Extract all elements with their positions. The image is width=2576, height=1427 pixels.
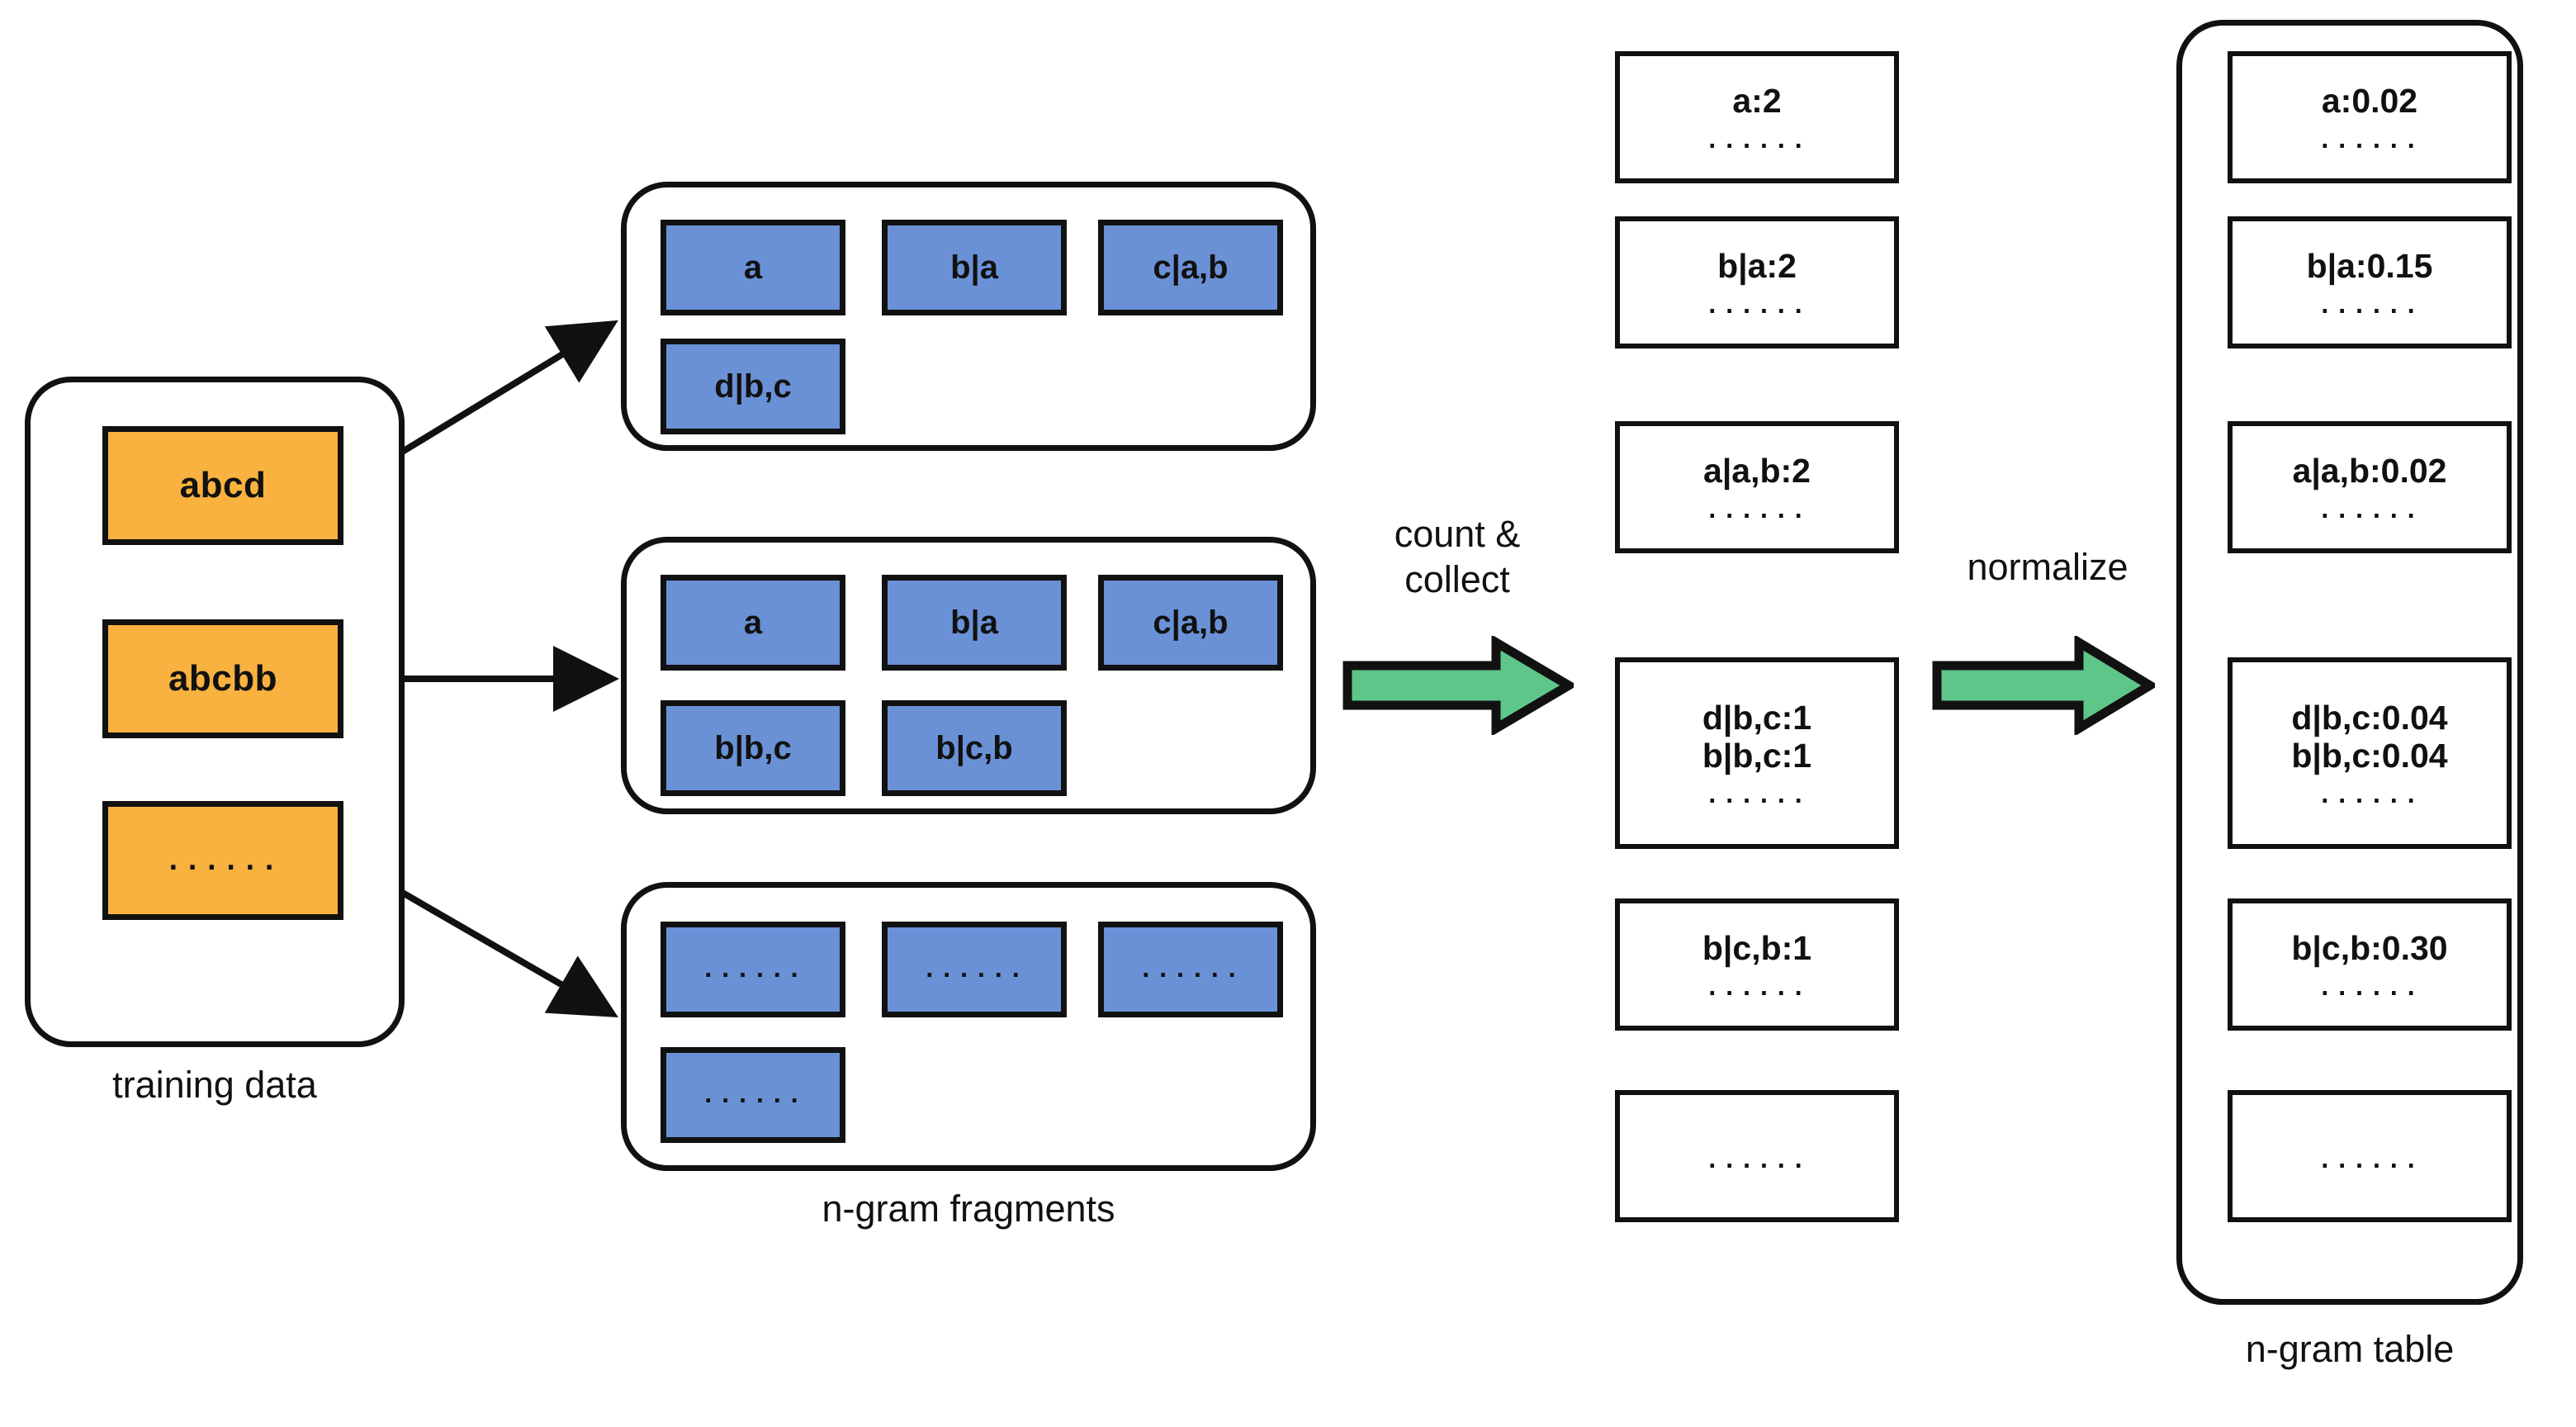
count-entry-line: a|a,b:2 <box>1703 452 1811 491</box>
training-sample-0[interactable]: abcd <box>102 426 343 545</box>
ellipsis-icon: ...... <box>1139 955 1243 983</box>
ngram-entry-line: b|b,c:0.04 <box>2291 737 2448 775</box>
count-entry[interactable]: a:2 ...... <box>1615 51 1899 183</box>
fragment-label: c|a,b <box>1153 604 1229 641</box>
ngram-entry-line: d|b,c:0.04 <box>2291 699 2448 737</box>
transition-label-line: count & <box>1394 513 1521 555</box>
count-entry-line: d|b,c:1 <box>1702 699 1812 737</box>
fragments-caption: n-gram fragments <box>822 1188 1115 1230</box>
fragment-chip[interactable]: ...... <box>1098 922 1283 1017</box>
fragment-label: a <box>743 249 763 286</box>
transition-label-line: collect <box>1404 557 1510 600</box>
ellipsis-icon: ...... <box>922 955 1026 983</box>
ngram-entry-line: a:0.02 <box>2321 82 2418 121</box>
ellipsis-icon: ...... <box>1705 973 1809 1001</box>
count-entry[interactable]: b|a:2 ...... <box>1615 216 1899 348</box>
ngram-entry-line: a|a,b:0.02 <box>2292 452 2447 491</box>
fragment-chip[interactable]: ...... <box>661 1047 845 1143</box>
fragment-chip[interactable]: b|c,b <box>882 700 1067 796</box>
fragment-chip[interactable]: d|b,c <box>661 339 845 434</box>
ngram-table-caption: n-gram table <box>2245 1328 2455 1370</box>
fragment-chip[interactable]: b|b,c <box>661 700 845 796</box>
ellipsis-icon: ...... <box>2318 291 2422 319</box>
count-entry-line: a:2 <box>1732 82 1782 121</box>
ngram-table-entry[interactable]: d|b,c:0.04 b|b,c:0.04 ...... <box>2228 657 2512 849</box>
fragment-label: b|c,b <box>935 729 1013 766</box>
transition-label-count-collect: count & collect <box>1321 512 1593 603</box>
fragment-chip[interactable]: a <box>661 575 845 671</box>
transition-label-normalize: normalize <box>1924 545 2171 590</box>
count-entry-line: b|a:2 <box>1717 247 1797 286</box>
ellipsis-icon: ...... <box>165 845 281 876</box>
normalize-arrow <box>1932 636 2155 735</box>
ellipsis-icon: ...... <box>701 955 805 983</box>
transition-label-line: normalize <box>1967 546 2129 588</box>
training-sample-label: abcd <box>179 465 267 505</box>
fragment-chip[interactable]: c|a,b <box>1098 575 1283 671</box>
ellipsis-icon: ...... <box>2318 126 2422 154</box>
fragment-chip[interactable]: ...... <box>661 922 845 1017</box>
fragment-chip[interactable]: b|a <box>882 575 1067 671</box>
count-entry-line: b|b,c:1 <box>1702 737 1812 775</box>
fragment-label: b|b,c <box>714 729 792 766</box>
fragment-label: d|b,c <box>714 367 792 405</box>
training-data-caption: training data <box>112 1064 317 1106</box>
ellipsis-icon: ...... <box>2318 973 2422 1001</box>
count-entry-line: b|c,b:1 <box>1702 929 1812 968</box>
training-sample-label: abcbb <box>168 658 278 699</box>
ngram-table-entry[interactable]: ...... <box>2228 1090 2512 1222</box>
ngram-entry-line: b|a:0.15 <box>2306 247 2433 286</box>
ngram-table-entry[interactable]: a:0.02 ...... <box>2228 51 2512 183</box>
ellipsis-icon: ...... <box>1705 495 1809 524</box>
fragment-chip[interactable]: b|a <box>882 220 1067 315</box>
ngram-table-entry[interactable]: a|a,b:0.02 ...... <box>2228 421 2512 553</box>
fragment-label: c|a,b <box>1153 249 1229 286</box>
training-sample-2[interactable]: ...... <box>102 801 343 920</box>
ellipsis-icon: ...... <box>1705 780 1809 808</box>
ellipsis-icon: ...... <box>701 1081 805 1108</box>
fragment-chip[interactable]: c|a,b <box>1098 220 1283 315</box>
count-collect-arrow <box>1342 636 1574 735</box>
count-entry[interactable]: d|b,c:1 b|b,c:1 ...... <box>1615 657 1899 849</box>
ellipsis-icon: ...... <box>1705 126 1809 154</box>
ngram-table-entry[interactable]: b|a:0.15 ...... <box>2228 216 2512 348</box>
fragment-label: a <box>743 604 763 641</box>
ellipsis-icon: ...... <box>2318 495 2422 524</box>
ellipsis-icon: ...... <box>2318 780 2422 808</box>
training-sample-1[interactable]: abcbb <box>102 619 343 738</box>
fragment-chip[interactable]: a <box>661 220 845 315</box>
count-entry[interactable]: a|a,b:2 ...... <box>1615 421 1899 553</box>
fragment-label: b|a <box>950 249 998 286</box>
ellipsis-icon: ...... <box>1705 291 1809 319</box>
ellipsis-icon: ...... <box>2318 1146 2422 1173</box>
ngram-entry-line: b|c,b:0.30 <box>2291 929 2448 968</box>
fragment-label: b|a <box>950 604 998 641</box>
ellipsis-icon: ...... <box>1705 1146 1809 1173</box>
fragment-chip[interactable]: ...... <box>882 922 1067 1017</box>
ngram-table-entry[interactable]: b|c,b:0.30 ...... <box>2228 898 2512 1031</box>
count-entry[interactable]: b|c,b:1 ...... <box>1615 898 1899 1031</box>
count-entry[interactable]: ...... <box>1615 1090 1899 1222</box>
